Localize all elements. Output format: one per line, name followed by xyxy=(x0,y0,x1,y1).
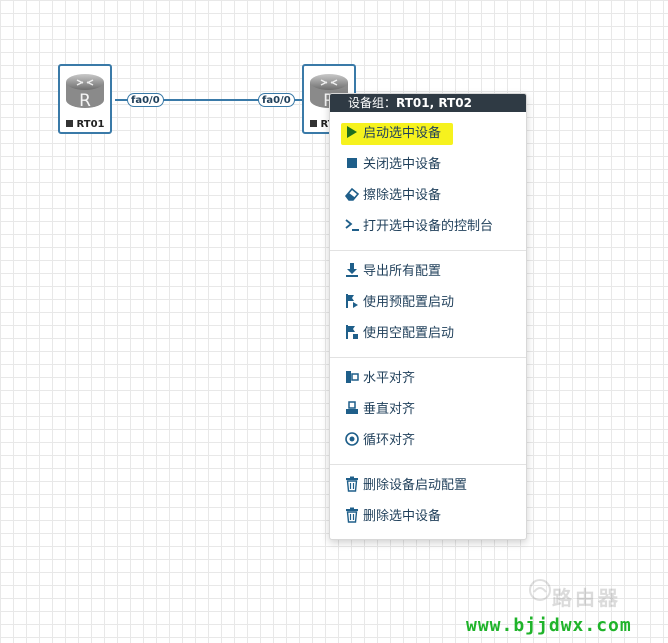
menu-item-start-selected[interactable]: 启动选中设备 xyxy=(341,123,454,145)
device-status-indicator xyxy=(65,120,73,127)
svg-text:R: R xyxy=(79,91,91,111)
menu-item-open-console[interactable]: 打开选中设备的控制台 xyxy=(344,216,493,238)
flag-start-icon xyxy=(346,294,358,308)
port-label-rt01[interactable]: fa0/0 xyxy=(127,93,164,107)
menu-divider xyxy=(330,357,526,358)
menu-item-export-configs[interactable]: 导出所有配置 xyxy=(344,261,441,283)
watermark-logo-text: 路由器 xyxy=(552,586,621,610)
context-menu-header: 设备组：RT01, RT02 xyxy=(330,94,526,112)
align-vertical-icon xyxy=(346,401,358,414)
watermark-site: www.bjjdwx.com xyxy=(466,615,632,636)
menu-item-align-circle[interactable]: 循环对齐 xyxy=(344,430,415,452)
menu-divider xyxy=(330,250,526,251)
menu-item-delete-startup-config[interactable]: 删除设备启动配置 xyxy=(344,475,467,497)
flag-empty-icon xyxy=(346,325,358,339)
menu-item-start-preconfig[interactable]: 使用预配置启动 xyxy=(344,292,454,314)
trash-icon xyxy=(346,507,358,523)
download-icon xyxy=(346,263,358,277)
align-horizontal-icon xyxy=(346,371,359,383)
menu-item-start-empty-config[interactable]: 使用空配置启动 xyxy=(344,323,454,345)
menu-item-align-horizontal[interactable]: 水平对齐 xyxy=(344,368,415,390)
align-circle-icon xyxy=(345,432,359,446)
menu-divider xyxy=(330,464,526,465)
watermark-logo-icon xyxy=(529,579,551,601)
menu-item-erase-selected[interactable]: 擦除选中设备 xyxy=(344,185,441,207)
port-label-rt02[interactable]: fa0/0 xyxy=(258,93,295,107)
device-node-rt01[interactable]: R RT01 xyxy=(58,64,112,134)
trash-icon xyxy=(346,476,358,492)
context-menu: 设备组：RT01, RT02 启动选中设备 关闭选中设备 擦除选中设备 打开选中… xyxy=(329,93,527,540)
link-rt01-rt02[interactable] xyxy=(115,99,303,101)
router-icon: R xyxy=(66,74,104,111)
menu-item-stop-selected[interactable]: 关闭选中设备 xyxy=(344,154,441,176)
eraser-icon xyxy=(344,187,360,201)
terminal-icon xyxy=(345,219,359,231)
menu-item-align-vertical[interactable]: 垂直对齐 xyxy=(344,399,415,421)
menu-item-delete-selected[interactable]: 删除选中设备 xyxy=(344,506,441,528)
stop-icon xyxy=(347,158,357,168)
device-status-indicator xyxy=(309,120,317,127)
device-label: RT01 xyxy=(60,119,110,130)
play-icon xyxy=(347,126,357,138)
